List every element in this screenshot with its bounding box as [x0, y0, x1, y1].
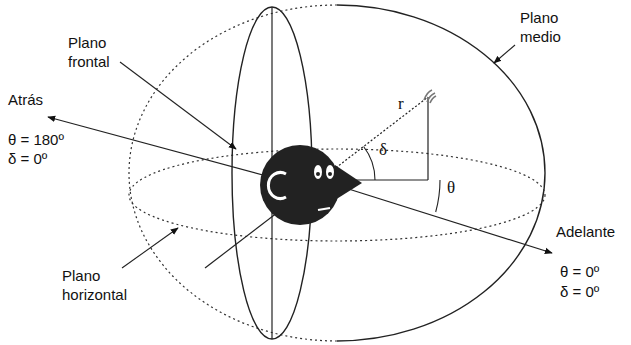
angle-value: θ = 0º: [560, 262, 599, 281]
mouth: [318, 208, 330, 210]
horizontal-plane: [129, 149, 545, 241]
medial-plane-arc: [337, 5, 545, 341]
plane-label: Plano frontal: [68, 33, 126, 71]
sound-source: [424, 90, 436, 103]
ear: [268, 173, 286, 199]
eye: [326, 165, 334, 179]
pupil: [328, 172, 332, 176]
plane-label: Plano horizontal: [62, 266, 142, 304]
elevation-drop: [427, 97, 428, 180]
elevation-arc: [364, 147, 375, 181]
direction-label: Adelante: [556, 222, 615, 241]
leader-line: [120, 62, 236, 149]
angle-value: δ = 0º: [8, 149, 47, 168]
leader-line: [494, 45, 515, 63]
head: [260, 145, 340, 225]
plane-label: Plano medio: [520, 8, 578, 46]
angle-symbol: θ: [447, 178, 455, 197]
direction-label: Atrás: [8, 90, 43, 109]
pupil: [316, 172, 320, 176]
eye: [314, 165, 322, 179]
angle-value: δ = 0º: [560, 282, 599, 301]
nose: [335, 165, 362, 200]
angle-value: θ = 180º: [8, 130, 64, 149]
azimuth-arc: [436, 180, 440, 212]
angle-symbol: δ: [379, 140, 387, 159]
leader-line: [122, 228, 178, 268]
radius-symbol: r: [398, 94, 404, 113]
front-axis-arrow: [320, 180, 552, 253]
